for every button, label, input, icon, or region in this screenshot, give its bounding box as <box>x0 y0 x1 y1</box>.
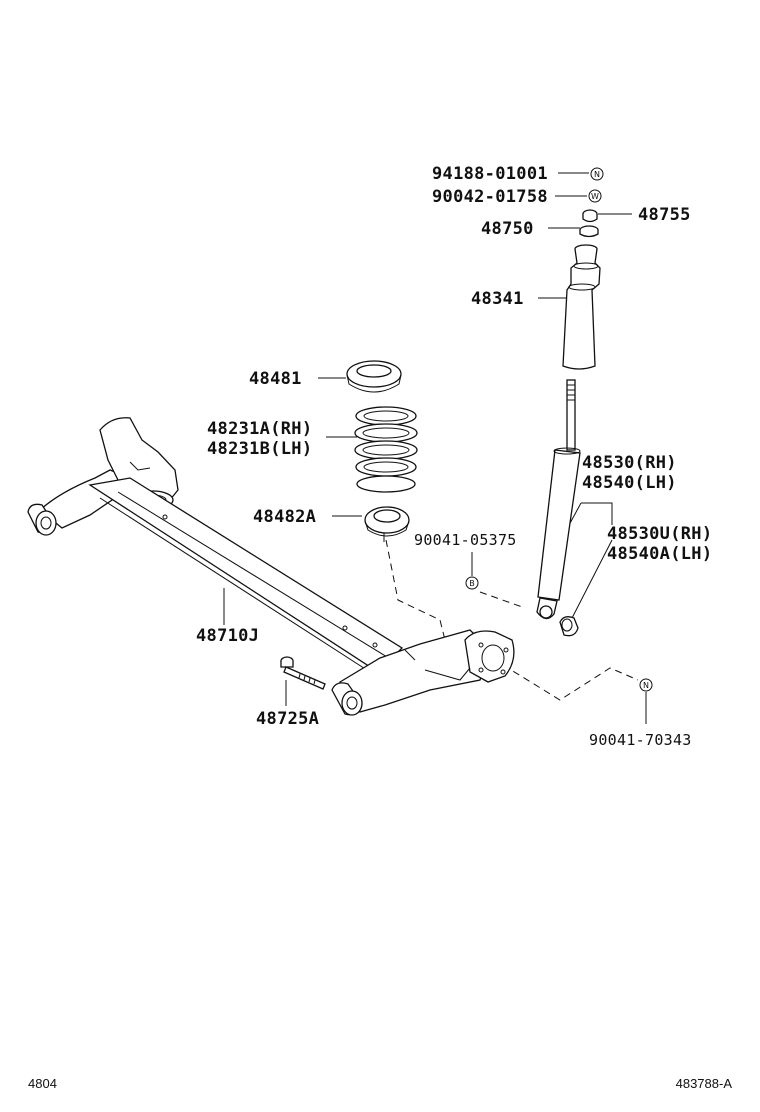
retainer-48750 <box>579 225 599 238</box>
svg-text:W: W <box>591 192 599 201</box>
shock-absorber-48530 <box>536 379 581 620</box>
svg-text:N: N <box>643 681 649 690</box>
label-94188-01001: 94188-01001 <box>432 164 548 184</box>
bolt-symbol-mid: B <box>465 576 479 590</box>
footer-right-code: 483788-A <box>676 1076 733 1091</box>
nut-symbol-bottom: N <box>639 678 653 692</box>
nut-symbol-top: N <box>590 167 604 181</box>
label-48231a: 48231A(RH) <box>207 419 312 439</box>
label-48540: 48540(LH) <box>582 473 677 493</box>
label-48341: 48341 <box>471 289 524 309</box>
bushing-48530u <box>559 616 579 637</box>
label-90041-70343: 90041-70343 <box>589 731 692 749</box>
axle-beam-48710j <box>27 417 515 716</box>
label-48750: 48750 <box>481 219 534 239</box>
label-48481: 48481 <box>249 369 302 389</box>
svg-text:N: N <box>594 170 600 179</box>
bolt-48725a <box>280 656 326 690</box>
label-48530u: 48530U(RH) <box>607 524 712 544</box>
label-90042-01758: 90042-01758 <box>432 187 548 207</box>
label-48482a: 48482A <box>253 507 316 527</box>
dashed-assembly-lines <box>385 539 639 701</box>
leader-lines <box>223 172 647 724</box>
upper-insulator-48481 <box>346 360 402 393</box>
label-90041-05375: 90041-05375 <box>414 531 517 549</box>
label-48725a: 48725A <box>256 709 319 729</box>
part-labels: 94188-01001 90042-01758 48755 48750 4834… <box>196 164 712 749</box>
washer-symbol-top: W <box>588 189 602 203</box>
svg-text:B: B <box>469 579 475 588</box>
footer-left-code: 4804 <box>28 1076 57 1091</box>
label-48231b: 48231B(LH) <box>207 439 312 459</box>
lower-insulator-48482a <box>364 506 410 542</box>
coil-spring-48231 <box>354 406 418 493</box>
label-48755: 48755 <box>638 205 691 225</box>
cushion-48755 <box>582 209 598 223</box>
bump-stopper-48341 <box>562 244 601 370</box>
label-48540a: 48540A(LH) <box>607 544 712 564</box>
label-48530: 48530(RH) <box>582 453 677 473</box>
label-48710j: 48710J <box>196 626 259 646</box>
